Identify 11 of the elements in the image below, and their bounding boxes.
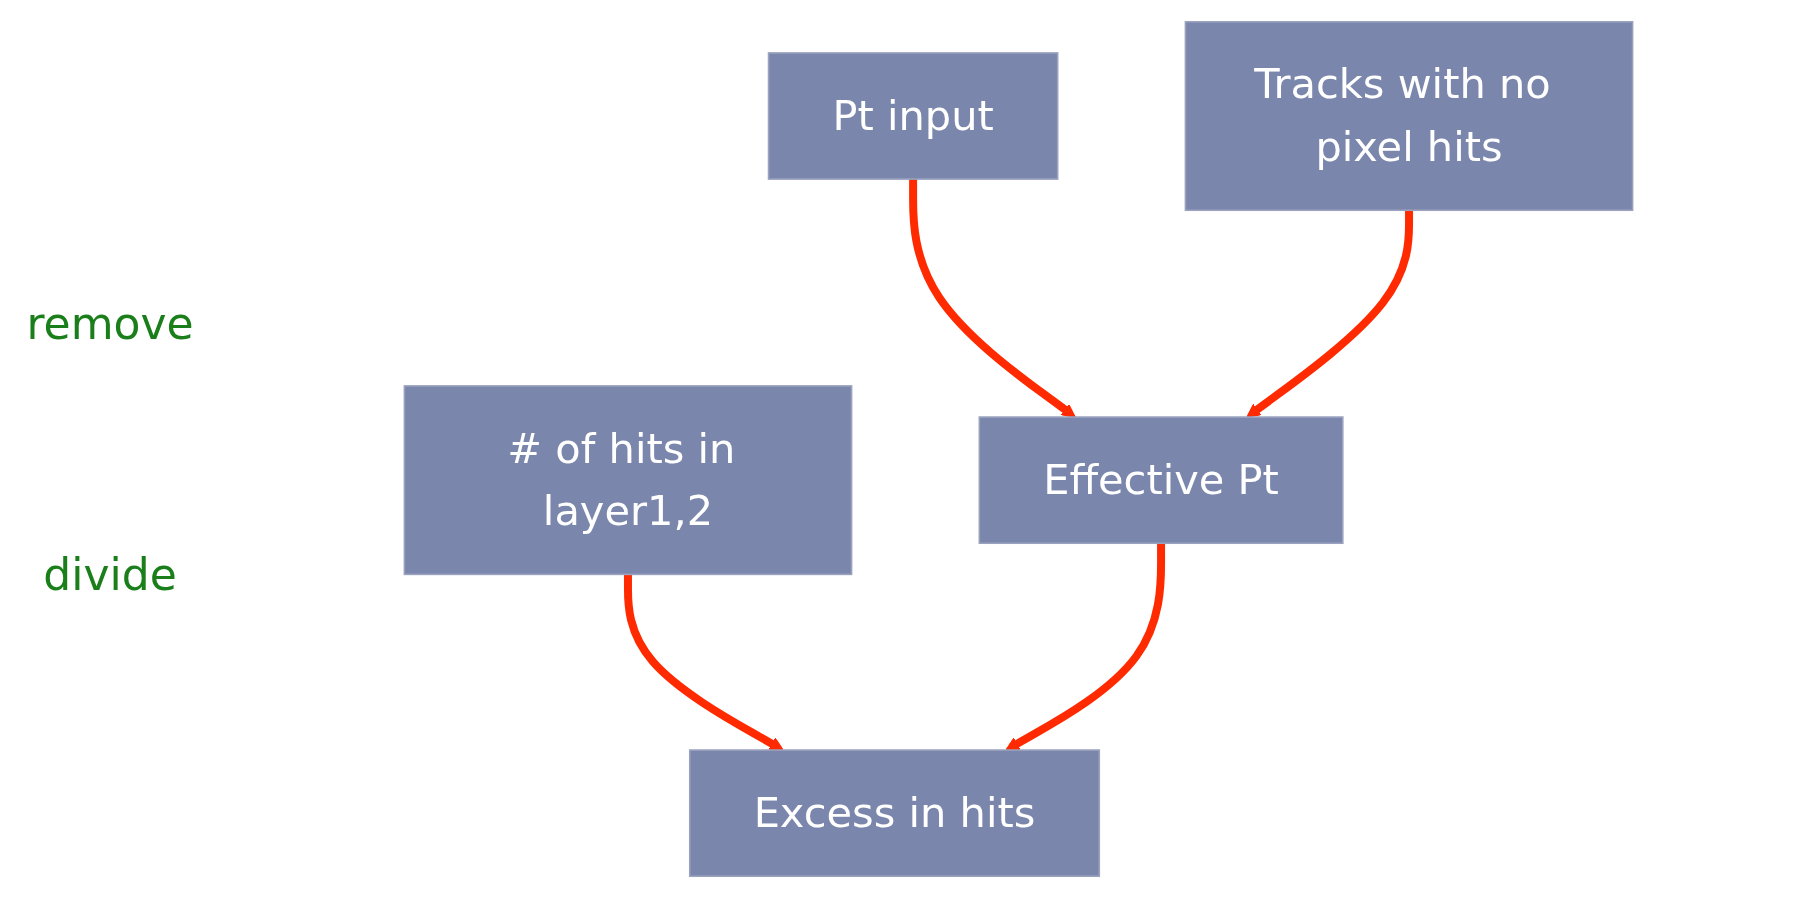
node-box: Excess in hits	[688, 749, 1101, 877]
arrow	[1246, 210, 1414, 418]
node-box: Effective Pt	[978, 416, 1344, 545]
node-box: Pt input	[767, 52, 1059, 180]
annotation-text: divide	[43, 549, 177, 600]
arrow	[1005, 543, 1166, 751]
arrow	[623, 574, 784, 751]
node-box: Tracks with no pixel hits	[1184, 21, 1634, 212]
node-box: # of hits in layer1,2	[403, 385, 853, 576]
annotation-text: remove	[26, 298, 194, 349]
arrow	[909, 179, 1076, 418]
